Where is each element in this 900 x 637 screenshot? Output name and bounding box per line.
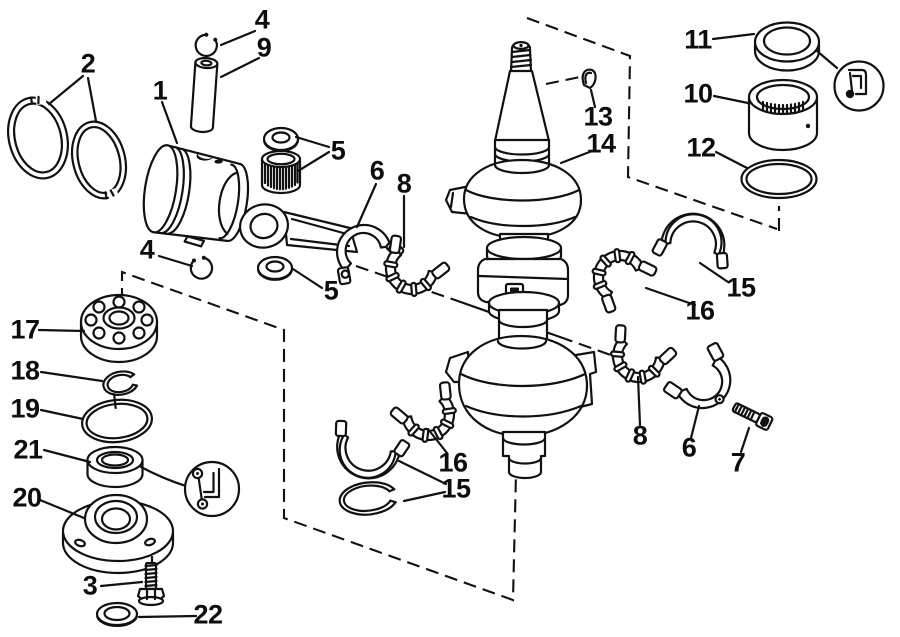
leader-3: [99, 580, 144, 588]
leader-11: [711, 32, 756, 41]
part-label-16-right: 16: [685, 295, 715, 326]
part-label-8-lower: 8: [632, 420, 648, 451]
needle-bearing-cup: [747, 78, 819, 152]
leader-22: [137, 614, 198, 619]
leader-13: [589, 88, 597, 109]
leader-lines: [37, 29, 756, 619]
leader-16-bottom: [426, 427, 449, 455]
part-label-21: 21: [13, 434, 43, 465]
part-label-13: 13: [583, 101, 613, 132]
leader-7: [739, 426, 751, 454]
leader-12: [714, 150, 749, 170]
part-label-19: 19: [10, 393, 40, 424]
part-label-1: 1: [152, 75, 168, 106]
leader-8-lower: [636, 375, 642, 427]
part-label-7: 7: [730, 447, 746, 478]
piston: [142, 144, 250, 248]
part-label-15-bottom: 15: [441, 473, 471, 504]
drive-key: [581, 68, 597, 90]
bearing-liner-bottom: [320, 417, 413, 490]
leader-15-right: [698, 261, 730, 284]
leader-4-top: [219, 29, 257, 47]
part-label-2: 2: [80, 48, 96, 79]
ball-bearing: [79, 293, 159, 364]
part-label-17: 17: [10, 314, 40, 345]
leader-6-lower: [689, 404, 701, 440]
part-label-16-bottom: 16: [438, 447, 468, 478]
o-ring-large: [81, 393, 153, 444]
bearing-liner-right: [650, 205, 739, 272]
crankshaft: [444, 40, 598, 480]
part-label-6-lower: 6: [681, 432, 697, 463]
part-label-14: 14: [586, 128, 616, 159]
leader-2b: [86, 76, 98, 123]
o-ring-upper: [740, 158, 818, 200]
part-label-4-left: 4: [139, 234, 155, 265]
part-label-5-bottom: 5: [323, 275, 339, 306]
thrust-washer-upper: [262, 126, 300, 152]
rod-cap-bolt: [731, 402, 774, 431]
leader-5-lower: [291, 267, 324, 290]
leader-6-rod: [355, 182, 378, 229]
leader-18: [39, 370, 104, 383]
bearing-cage-right: [575, 232, 661, 317]
part-label-12: 12: [686, 132, 716, 163]
leader-21: [42, 448, 92, 464]
piston-ring-b: [70, 120, 128, 202]
part-label-3: 3: [82, 570, 98, 601]
leader-15-bottom-b: [402, 490, 447, 503]
washer-22: [95, 601, 139, 628]
part-label-20: 20: [12, 482, 42, 513]
part-label-6-rod: 6: [369, 155, 385, 186]
seal-ring: [753, 21, 821, 72]
leader-1: [160, 100, 179, 145]
part-label-22: 22: [193, 599, 223, 630]
retaining-ring-18: [102, 370, 139, 396]
leader-2a: [47, 74, 85, 106]
thrust-washer-lower: [256, 255, 294, 281]
part-label-18: 18: [10, 355, 40, 386]
piston-pin: [189, 56, 219, 134]
needle-bearing-cage-small: [260, 149, 302, 195]
part-label-10: 10: [683, 78, 713, 109]
leader-14: [559, 149, 594, 165]
leader-17: [37, 328, 86, 333]
leader-5a: [294, 135, 331, 149]
assembly-dash-upper: [526, 17, 781, 231]
leader-15-bottom-a: [397, 459, 448, 486]
leader-5b: [296, 150, 331, 173]
leader-19: [39, 408, 85, 421]
part-label-8-top: 8: [396, 168, 412, 199]
part-label-11: 11: [684, 24, 712, 55]
leader-20: [38, 498, 86, 520]
key-dash-leader: [545, 75, 581, 86]
assembly-dash-lower: [120, 270, 518, 602]
detail-inset-bottom: [139, 460, 241, 518]
leader-16-right: [644, 286, 697, 307]
detail-inset-top: [815, 49, 885, 112]
flange-bolt: [136, 561, 166, 607]
oil-seal: [86, 445, 144, 489]
part-label-5-top: 5: [330, 135, 346, 166]
seal-clip-detail-icon: [845, 68, 868, 99]
part-label-15-right: 15: [726, 272, 756, 303]
rod-cap: [662, 341, 732, 410]
leader-9: [219, 56, 261, 79]
crankshaft-hub: [61, 493, 175, 575]
part-label-9: 9: [256, 32, 272, 63]
retaining-clip-top: [190, 28, 223, 62]
leader-10: [712, 94, 750, 105]
retaining-clip-lower: [187, 253, 215, 282]
retaining-ring-bottom: [338, 481, 397, 516]
leader-4-left: [157, 254, 194, 268]
part-label-4-top: 4: [254, 4, 270, 35]
piston-ring-a: [7, 92, 69, 180]
seal-retainer-detail-icon: [191, 467, 221, 510]
